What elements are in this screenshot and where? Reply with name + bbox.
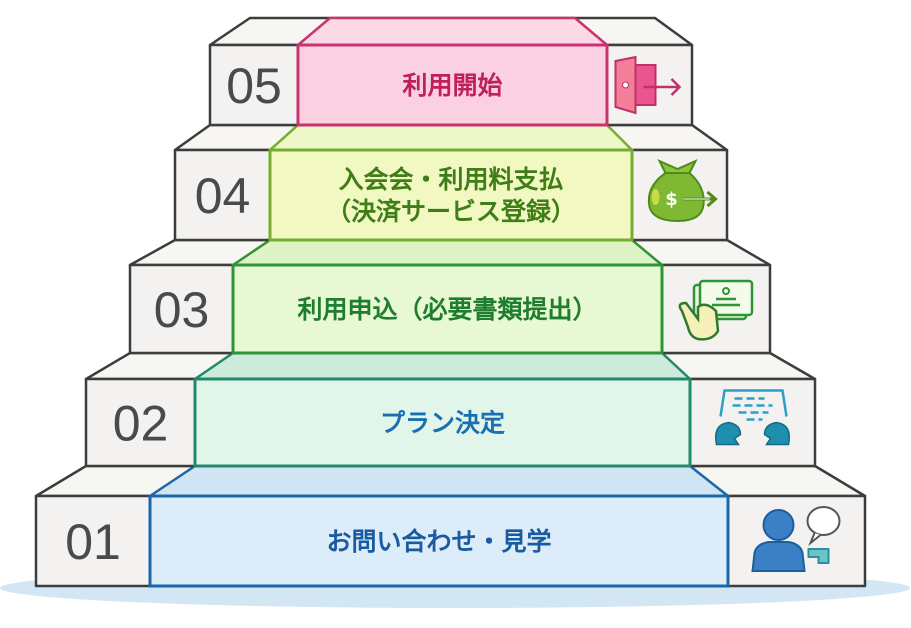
step-label: プラン決定 (380, 409, 505, 438)
step-panel (148, 494, 730, 588)
step-02: 02 プラン決定 (84, 351, 817, 468)
step-color-tread (148, 464, 730, 498)
step-panel (268, 148, 634, 242)
step-label: 入会会・利用料支払 (338, 165, 563, 194)
step-01: 01 お問い合わせ・見学 (34, 464, 867, 588)
step-label: 利用申込（必要書類提出） (297, 295, 597, 324)
step-label: お問い合わせ・見学 (326, 527, 551, 556)
person-chat-icon (751, 506, 841, 572)
step-panel (193, 377, 692, 468)
step-03: 03 利用申込（必要書類提出） (128, 238, 772, 355)
step-color-tread (231, 238, 664, 267)
step-number: 05 (226, 58, 282, 114)
step-panel (296, 43, 609, 127)
step-color-tread (268, 123, 634, 152)
step-color-tread (193, 351, 692, 381)
step-number: 03 (154, 282, 210, 338)
step-label: （決済サービス登録） (326, 197, 576, 226)
step-number: 04 (195, 168, 251, 224)
step-label: 利用開始 (402, 71, 502, 100)
step-04: 04 入会会・利用料支払 （決済サービス登録） $ (173, 123, 729, 242)
door-exit-icon (614, 55, 682, 115)
step-number: 02 (113, 396, 169, 452)
hand-documents-icon (678, 279, 754, 341)
consultation-icon (715, 389, 790, 446)
step-number: 01 (65, 514, 121, 570)
step-05: 05 利用開始 (208, 16, 694, 127)
step-color-tread (296, 16, 609, 47)
step-panel (231, 263, 664, 355)
svg-text:$: $ (665, 189, 678, 210)
money-bag-icon: $ (647, 158, 718, 223)
